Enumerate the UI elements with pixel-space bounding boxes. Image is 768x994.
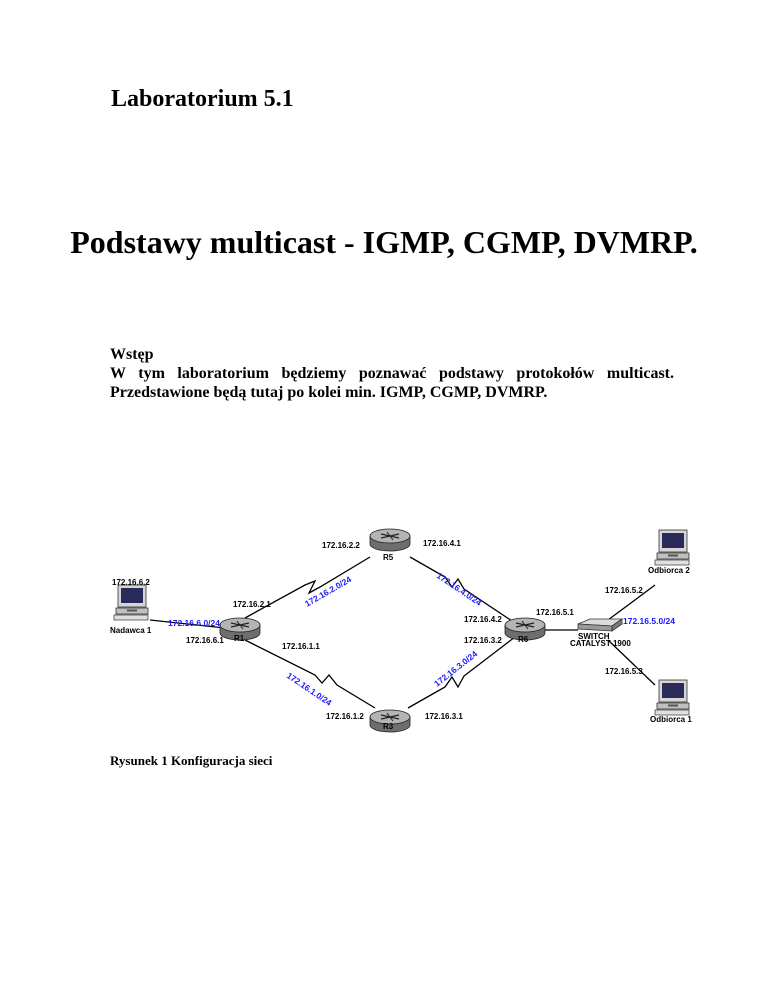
ip-r3-left: 172.16.1.2 <box>326 712 364 721</box>
router-r6-label: R6 <box>518 635 529 644</box>
ip-r6-top-left: 172.16.4.2 <box>464 615 502 624</box>
link-r1-r5 <box>244 556 371 619</box>
link-r5-r6 <box>409 556 516 624</box>
net-label-6: 172.16.6.0/24 <box>168 618 220 628</box>
intro-section: Wstęp W tym laboratorium będziemy poznaw… <box>110 345 674 402</box>
ip-r1-bottom: 172.16.1.1 <box>282 642 320 651</box>
router-r5[interactable] <box>369 528 411 552</box>
intro-text: W tym laboratorium będziemy poznawać pod… <box>110 365 674 401</box>
link-r1-r3 <box>244 639 376 709</box>
receiver1-label: Odbiorca 1 <box>650 715 692 724</box>
link-switch-receiver2 <box>607 584 656 621</box>
ip-receiver2: 172.16.5.2 <box>605 586 643 595</box>
figure-caption: Rysunek 1 Konfiguracja sieci <box>110 753 273 768</box>
switch-label-2: CATALYST 1900 <box>570 639 631 648</box>
net-label-1: 172.16.1.0/24 <box>285 670 334 708</box>
net-label-5: 172.16.5.0/24 <box>623 616 675 626</box>
switch[interactable] <box>577 618 624 632</box>
link-r3-r6 <box>407 636 516 709</box>
ip-r5-right: 172.16.4.1 <box>423 539 461 548</box>
receiver2-label: Odbiorca 2 <box>648 566 690 575</box>
sender-label: Nadawca 1 <box>110 626 152 635</box>
lab-title: Laboratorium 5.1 <box>111 86 294 112</box>
router-r3-label: R3 <box>383 722 394 731</box>
main-title: Podstawy multicast - IGMP, CGMP, DVMRP. <box>70 224 698 260</box>
ip-r6-bottom-left: 172.16.3.2 <box>464 636 502 645</box>
link-sender-r1 <box>149 619 226 629</box>
router-r1-label: R1 <box>234 634 245 643</box>
pc-receiver1[interactable] <box>654 679 690 716</box>
ip-r1-left: 172.16.6.1 <box>186 636 224 645</box>
ip-r1-top: 172.16.2.1 <box>233 600 271 609</box>
router-r5-label: R5 <box>383 553 394 562</box>
link-switch-receiver1 <box>607 639 656 686</box>
network-diagram: R5 R1 R6 R3 SWITCH CATALYST 1900 Nadawca… <box>100 515 710 745</box>
ip-receiver1: 172.16.5.3 <box>605 667 643 676</box>
ip-r5-left: 172.16.2.2 <box>322 541 360 550</box>
ip-r6-top: 172.16.5.1 <box>536 608 574 617</box>
ip-r3-right: 172.16.3.1 <box>425 712 463 721</box>
net-label-4: 172.16.4.0/24 <box>435 570 484 608</box>
pc-sender[interactable] <box>113 584 149 621</box>
switch-label-1: SWITCH <box>578 632 610 641</box>
ip-sender: 172.16.6.2 <box>112 578 150 587</box>
intro-heading: Wstęp <box>110 346 154 363</box>
pc-receiver2[interactable] <box>654 529 690 566</box>
